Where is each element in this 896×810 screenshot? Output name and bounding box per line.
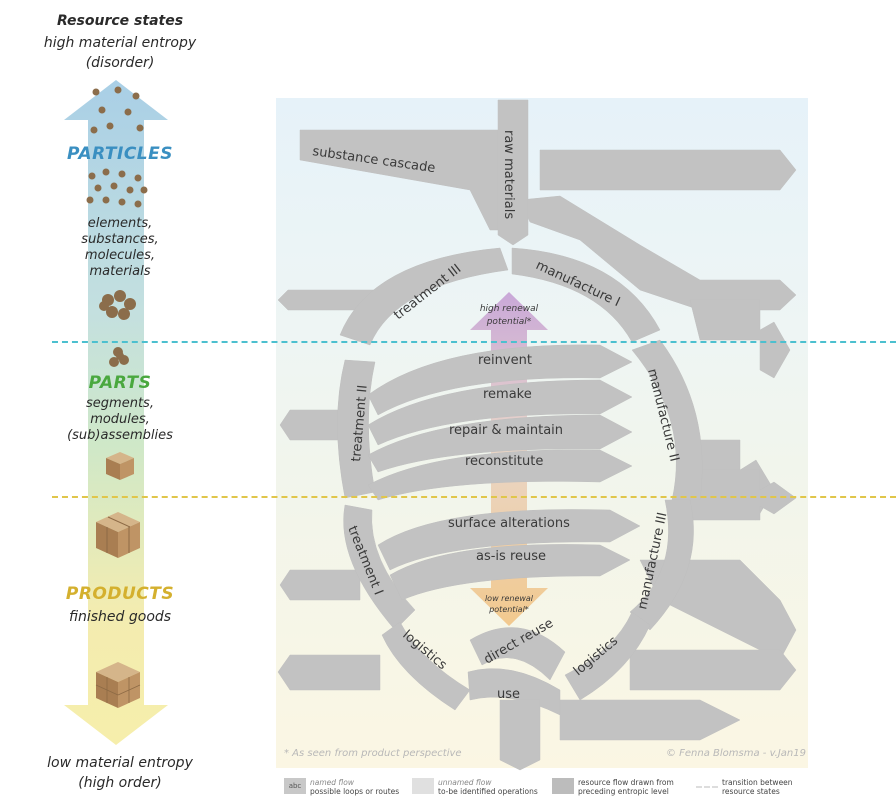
surface-alterations-flow — [377, 509, 641, 571]
repair-maintain-flow — [367, 414, 633, 473]
particles-heading: PARTICLES — [67, 144, 173, 164]
footnote: * As seen from product perspective — [284, 748, 462, 759]
resource-states-title: Resource states — [56, 13, 184, 29]
manufacture-ii-flow — [631, 339, 703, 501]
treatment-ii-label: treatment II — [349, 384, 371, 462]
resource-states-column: Resource states high material entropy (d… — [0, 0, 240, 810]
high-renewal-label: high renewal — [480, 304, 539, 314]
parts-item: segments, — [86, 396, 154, 411]
particles-item: molecules, — [84, 248, 156, 263]
assembly-cube-icon — [96, 512, 140, 558]
particles-parts-transition-line — [52, 341, 896, 343]
products-description: finished goods — [68, 609, 172, 625]
reinvent-label: reinvent — [478, 353, 532, 368]
entropy-arrow — [64, 80, 168, 745]
named-flow-swatch: abc — [284, 778, 306, 794]
legend-text: to-be identified operations — [438, 787, 538, 796]
logistics-right-flow — [564, 611, 651, 701]
low-entropy-caption: low material entropy — [47, 755, 193, 771]
logistics-left-flow — [381, 621, 471, 711]
use-label: use — [497, 687, 520, 702]
surface-alterations-label: surface alterations — [448, 516, 570, 531]
direct-reuse-flow — [469, 627, 566, 681]
credit: © Fenna Blomsma - v.Jan19 — [666, 748, 806, 759]
named-flows — [299, 99, 703, 771]
reconstitute-flow — [367, 449, 633, 501]
particles-item: materials — [89, 264, 151, 279]
parts-heading: PARTS — [88, 373, 152, 393]
products-heading: PRODUCTS — [65, 584, 175, 604]
legend-text: transition between resource states — [722, 778, 793, 796]
reinvent-flow — [367, 344, 633, 416]
manufacture-i-flow — [511, 247, 661, 343]
parts-products-transition-line — [52, 496, 896, 498]
treatment-i-flow — [343, 504, 416, 631]
repair-maintain-label: repair & maintain — [449, 423, 563, 438]
particle-dots — [86, 86, 148, 208]
raw-materials-label: raw materials — [501, 130, 516, 219]
unnamed-flows — [277, 149, 797, 741]
as-is-reuse-label: as-is reuse — [476, 549, 546, 564]
remake-label: remake — [483, 387, 532, 402]
material-cluster-icon — [99, 290, 136, 367]
transition-swatch — [696, 786, 718, 788]
product-cube-icon — [95, 662, 141, 708]
low-renewal-label: potential* — [488, 605, 529, 614]
high-renewal-label: potential* — [486, 317, 532, 327]
reconstitute-label: reconstitute — [465, 454, 543, 469]
small-cube-icon — [106, 452, 134, 480]
high-entropy-caption: high material entropy — [43, 35, 197, 51]
low-renewal-label: low renewal — [485, 594, 534, 603]
high-order-caption: (high order) — [78, 775, 162, 791]
as-is-reuse-flow — [389, 544, 631, 601]
legend-title: unnamed flow — [438, 778, 492, 787]
legend-title: named flow — [310, 778, 354, 787]
particles-item: substances, — [81, 232, 159, 247]
disorder-caption: (disorder) — [85, 55, 155, 71]
parts-item: modules, — [90, 412, 150, 427]
manufacture-iii-flow — [629, 499, 694, 631]
legend-text: resource flow drawn from preceding entro… — [578, 778, 674, 796]
particles-item: elements, — [87, 216, 153, 231]
unnamed-flow-swatch — [412, 778, 434, 794]
parts-item: (sub)assemblies — [67, 428, 173, 443]
treatment-iii-flow — [339, 247, 509, 346]
legend-text: possible loops or routes — [310, 787, 400, 796]
remake-flow — [367, 379, 633, 446]
resource-flow-swatch — [552, 778, 574, 794]
